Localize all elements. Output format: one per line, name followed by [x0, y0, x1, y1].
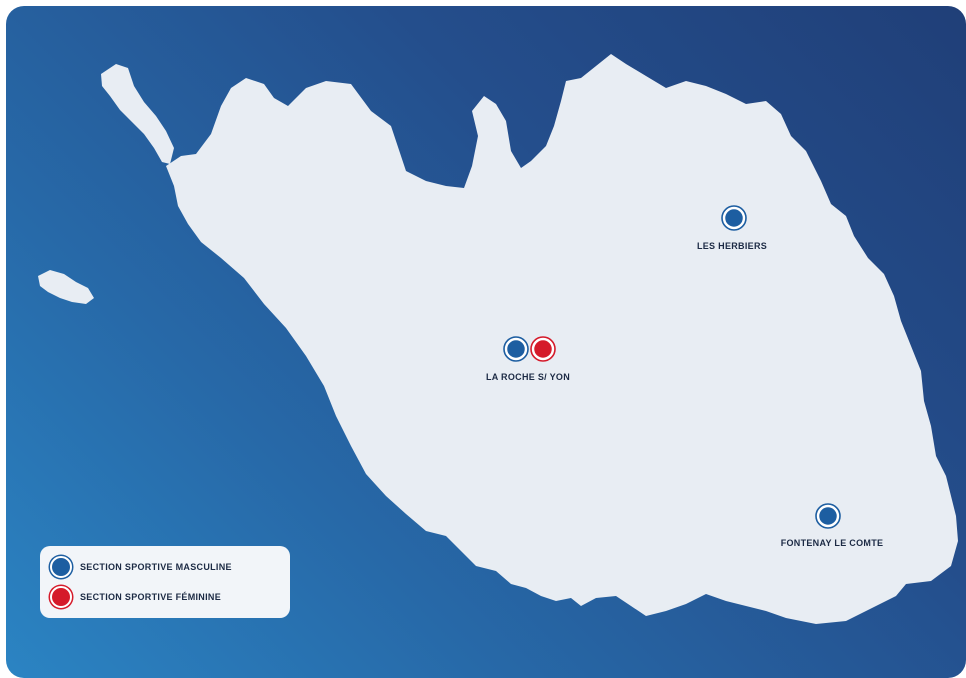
map-legend: SECTION SPORTIVE MASCULINE SECTION SPORT…	[40, 546, 290, 618]
island-west	[38, 270, 94, 304]
marker-les-herbiers-male[interactable]	[721, 205, 747, 231]
legend-item-female: SECTION SPORTIVE FÉMININE	[50, 586, 221, 608]
city-label-les-herbiers: LES HERBIERS	[696, 241, 768, 251]
region-landmass	[166, 54, 958, 624]
female-section-dot-icon	[50, 586, 72, 608]
legend-label-male: SECTION SPORTIVE MASCULINE	[80, 562, 232, 572]
city-label-la-roche-sur-yon: LA ROCHE S/ YON	[485, 372, 571, 382]
island-north	[101, 64, 174, 164]
marker-la-roche-male[interactable]	[503, 336, 529, 362]
legend-label-female: SECTION SPORTIVE FÉMININE	[80, 592, 222, 602]
marker-la-roche-female[interactable]	[530, 336, 556, 362]
map-card: LES HERBIERS LA ROCHE S/ YON FONTENAY LE…	[6, 6, 966, 678]
region-map	[38, 54, 958, 624]
marker-fontenay-male[interactable]	[815, 503, 841, 529]
legend-item-male: SECTION SPORTIVE MASCULINE	[50, 556, 232, 578]
male-section-dot-icon	[50, 556, 72, 578]
city-label-fontenay-le-comte: FONTENAY LE COMTE	[780, 538, 884, 548]
